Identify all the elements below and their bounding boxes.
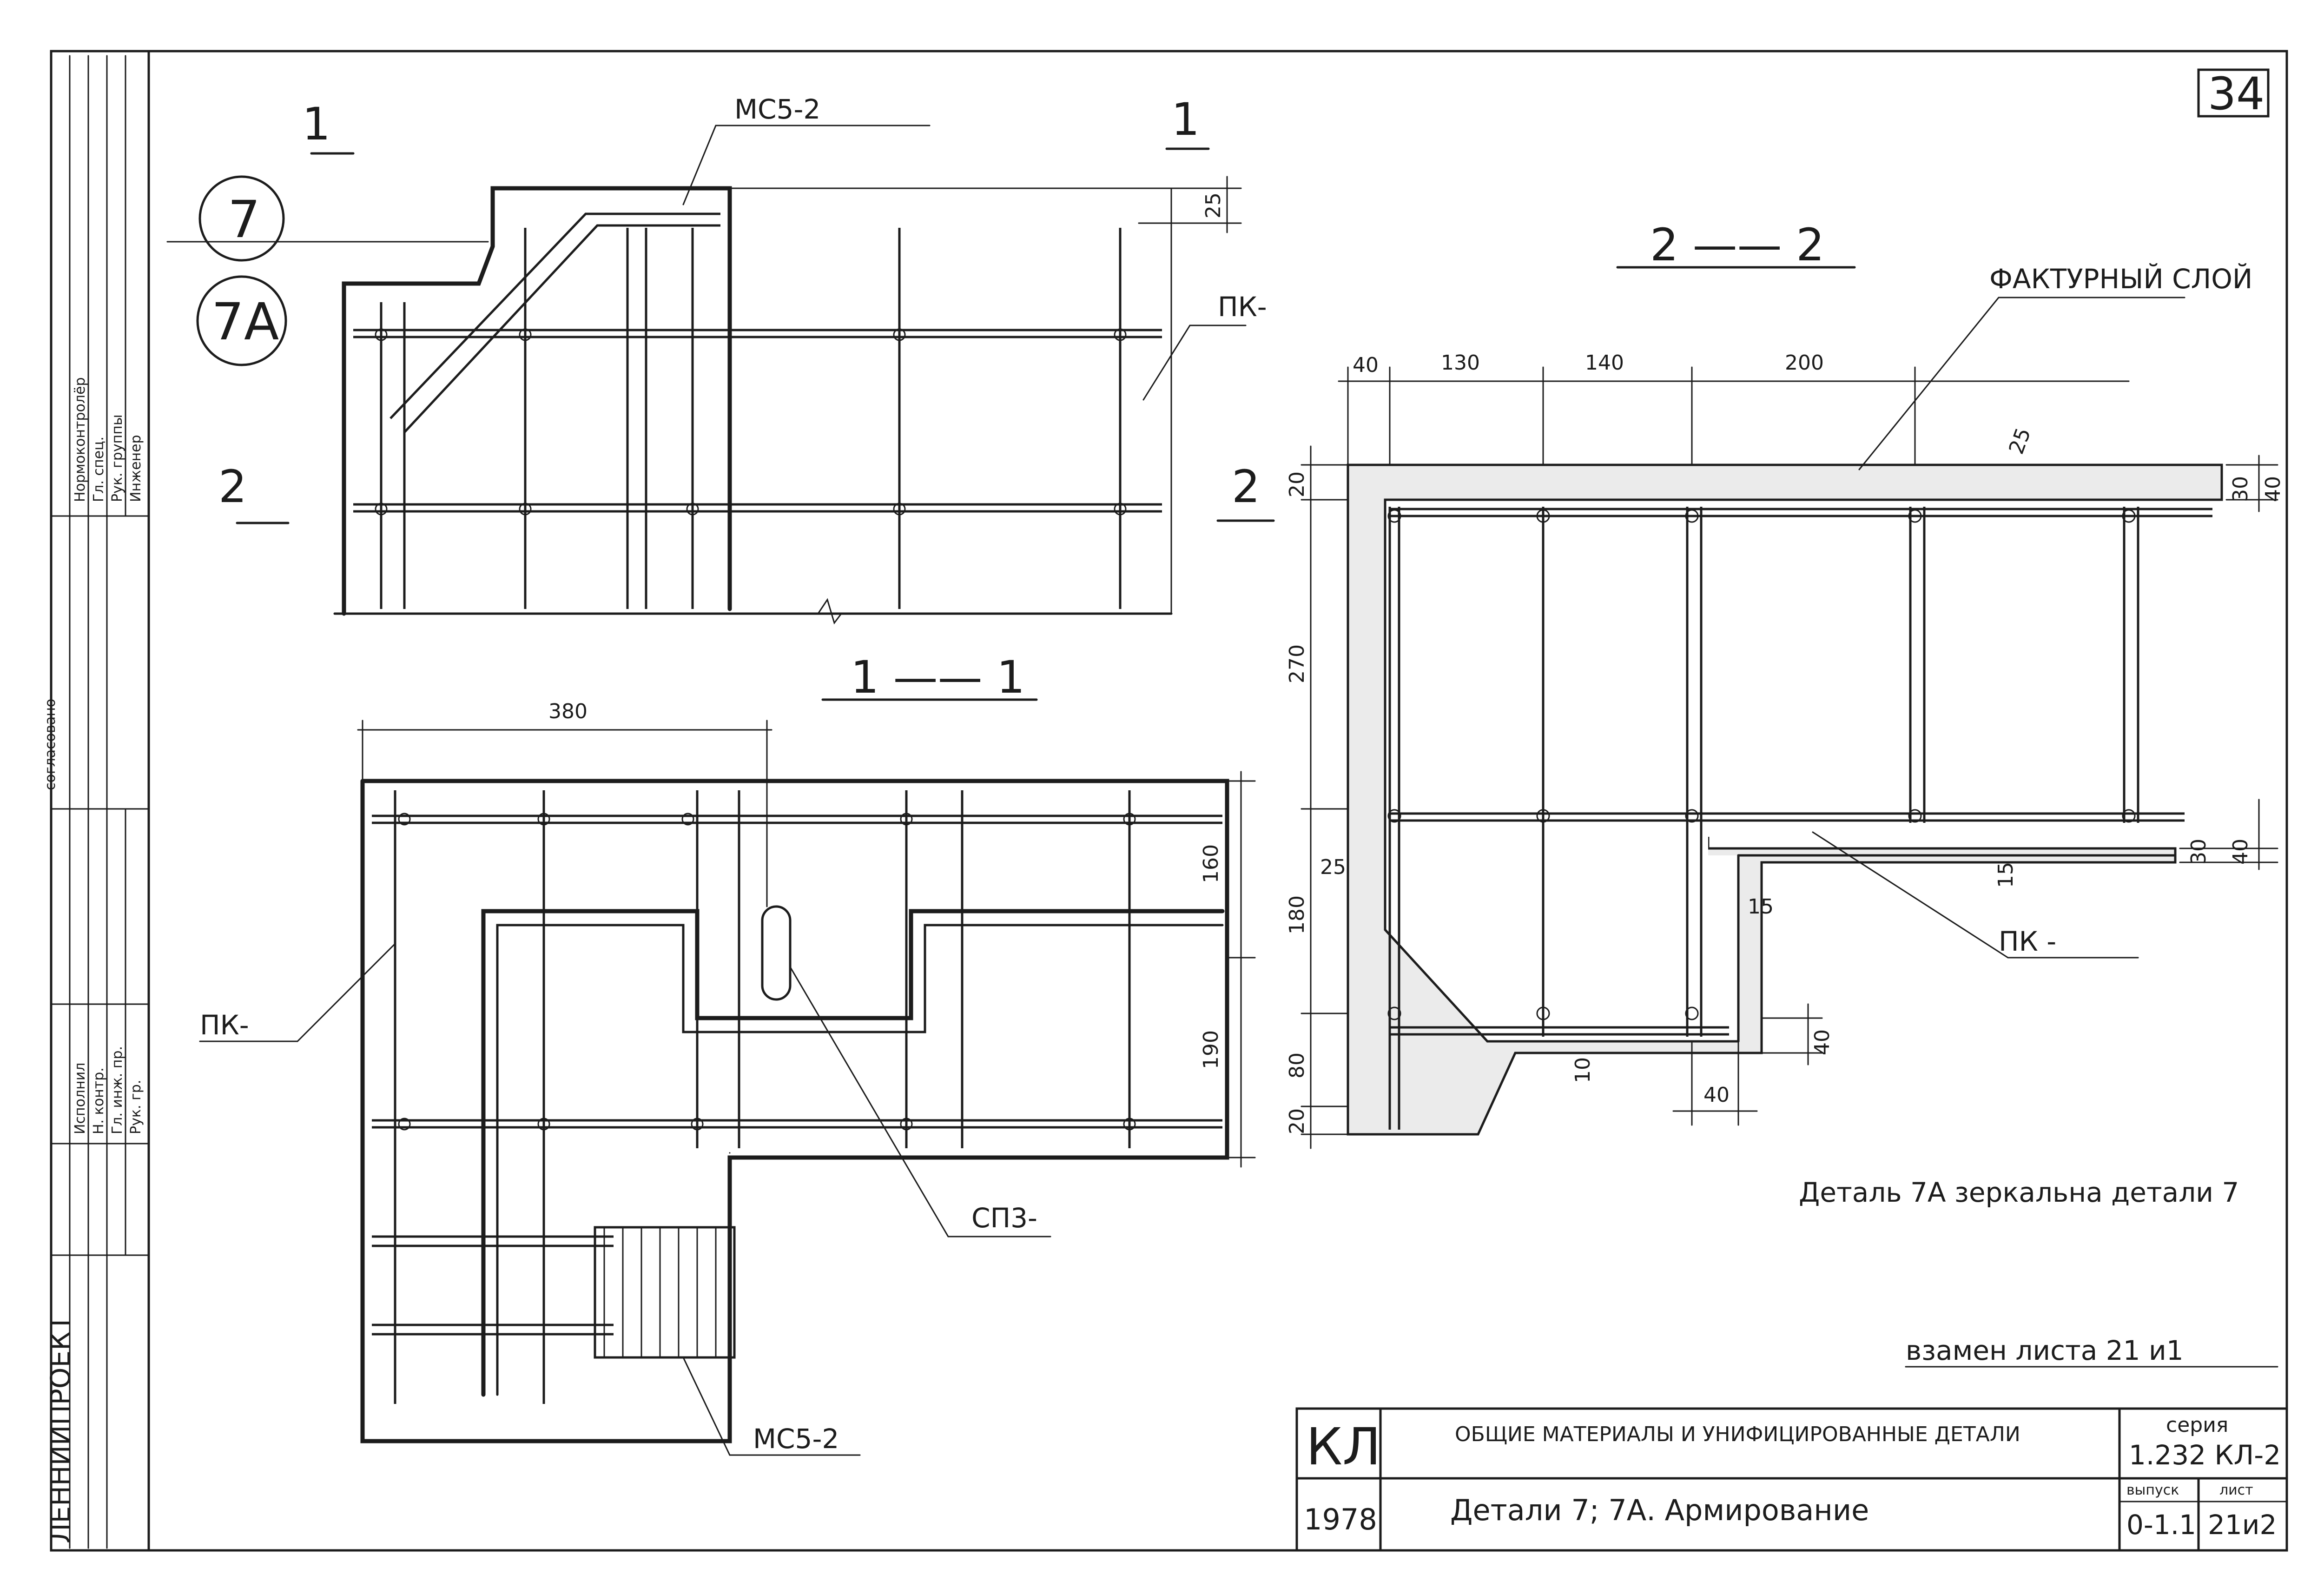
dim-80: 80 <box>1285 1052 1309 1079</box>
section-1-1: 1 —— 1 <box>199 651 1256 1456</box>
replaces-note: взамен листа 21 и1 <box>1906 1335 2184 1366</box>
callout-mesh-top: МС5-2 <box>734 93 820 125</box>
role-7: Рук. гр. <box>128 1080 144 1134</box>
series-label: серия <box>2166 1413 2228 1437</box>
callout-pk-right: ПК - <box>1999 926 2056 957</box>
dim-25-top: 25 <box>1202 192 1225 218</box>
role-6: Гл. инж. пр. <box>109 1046 125 1134</box>
dim-270: 270 <box>1285 644 1309 683</box>
dim-40-c: 40 <box>2229 839 2252 865</box>
callout-facture: ФАКТУРНЫЙ СЛОЙ <box>1989 263 2252 295</box>
agreed-label: согласовано <box>42 699 59 790</box>
dim-40-e: 40 <box>1703 1083 1730 1107</box>
detail-circle-7 <box>198 175 285 262</box>
section-2-2-title: 2 —— 2 <box>1650 219 1824 271</box>
detail-circle-7a <box>196 275 287 366</box>
dim-25-c: 25 <box>1320 855 1346 879</box>
dim-40-b: 40 <box>2261 476 2285 502</box>
institute-label: ЛЕННИИПРОЕКТ <box>45 1315 76 1543</box>
callout-mesh-bottom: МС5-2 <box>753 1423 839 1455</box>
sheet-value: 21и2 <box>2208 1509 2277 1541</box>
detail-7a-label: 7А <box>211 292 279 351</box>
role-3: Инженер <box>128 435 144 502</box>
year: 1978 <box>1304 1502 1377 1536</box>
title-line-1: ОБЩИЕ МАТЕРИАЛЫ И УНИФИЦИРОВАННЫЕ ДЕТАЛИ <box>1455 1423 2020 1446</box>
dim-190: 190 <box>1199 1030 1223 1069</box>
cut-top-left: 1 <box>302 98 330 150</box>
role-0: Нормоконтролёр <box>72 377 88 502</box>
dim-10: 10 <box>1571 1057 1595 1083</box>
sheet-number: 34 <box>2208 68 2265 120</box>
title-block: КЛ 1978 ОБЩИЕ МАТЕРИАЛЫ И УНИФИЦИРОВАННЫ… <box>1295 1407 2288 1552</box>
section-1-1-title: 1 —— 1 <box>851 651 1025 703</box>
role-2: Рук. группы <box>109 414 125 502</box>
mesh-block <box>594 1226 736 1359</box>
issue-label: выпуск <box>2126 1482 2179 1498</box>
dim-140: 140 <box>1585 351 1624 375</box>
sheet-frame <box>50 50 2288 1552</box>
side-stamp: ЛЕННИИПРОЕКТ согласовано Нормоконтролёр … <box>42 55 150 1549</box>
elevation-view: 25 МС5-2 ПК- 1 1 2 2 <box>218 93 1275 625</box>
cut-top-right: 1 <box>1171 93 1200 146</box>
series-value: 1.232 КЛ-2 <box>2129 1439 2281 1471</box>
cut-mid-right: 2 <box>1232 461 1260 513</box>
callout-pk-top: ПК- <box>1218 291 1267 323</box>
title-line-2: Детали 7; 7А. Армирование <box>1450 1493 1869 1527</box>
dim-160: 160 <box>1199 844 1223 883</box>
dim-30-a: 30 <box>2229 476 2252 502</box>
callout-spz: СП3- <box>971 1202 1037 1234</box>
dim-25-b: 25 <box>2004 425 2035 457</box>
dim-130: 130 <box>1441 351 1480 375</box>
spz-anchor <box>761 905 792 1001</box>
callout-pk-left: ПК- <box>200 1009 249 1041</box>
dim-20-a: 20 <box>1285 471 1309 497</box>
dim-200: 200 <box>1785 351 1824 375</box>
dim-15-a: 15 <box>1748 895 1774 919</box>
dim-15-b: 15 <box>1994 862 2018 888</box>
dim-40-a: 40 <box>1353 353 1379 377</box>
cut-mid-left: 2 <box>218 461 247 513</box>
role-5: Н. контр. <box>91 1067 107 1134</box>
role-4: Исполнил <box>72 1063 88 1134</box>
section-2-2: 2 —— 2 <box>1285 219 2285 1149</box>
dim-380: 380 <box>548 700 588 723</box>
sheet-label: лист <box>2219 1482 2253 1498</box>
role-1: Гл. спец. <box>91 437 107 502</box>
detail-7-label: 7 <box>228 190 260 249</box>
sheet-number-box: 34 <box>2197 68 2270 120</box>
dim-40-d: 40 <box>1810 1029 1834 1055</box>
dim-30-b: 30 <box>2187 839 2211 865</box>
issue-value: 0-1.1 <box>2126 1509 2196 1541</box>
detail-markers: 7 7А <box>166 175 489 366</box>
dim-20-b: 20 <box>1285 1108 1309 1134</box>
org-code: КЛ <box>1306 1417 1381 1476</box>
dim-180: 180 <box>1285 895 1309 934</box>
mirror-note: Деталь 7А зеркальна детали 7 <box>1799 1177 2239 1208</box>
